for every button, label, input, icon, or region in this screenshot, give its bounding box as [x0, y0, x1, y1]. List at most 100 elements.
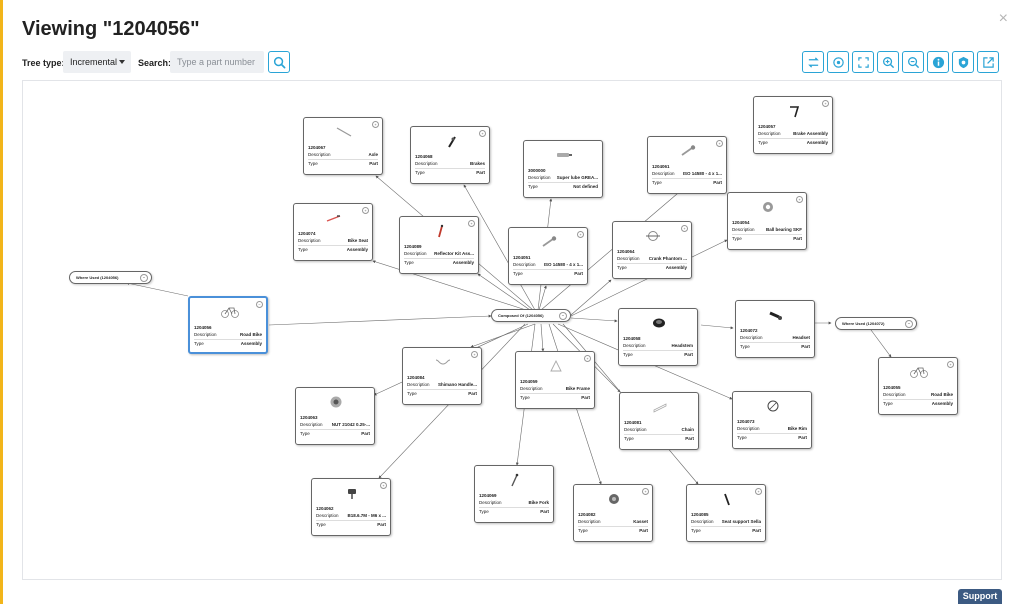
type-value: Part [574, 271, 583, 276]
part-number: 1204074 [298, 231, 316, 236]
type-label: Type [578, 528, 588, 533]
collapse-icon[interactable]: + [796, 196, 803, 203]
description-label: Description [528, 175, 551, 180]
type-value: Part [752, 528, 761, 533]
frame-icon [550, 359, 562, 372]
info-button[interactable] [927, 51, 949, 73]
graph-canvas[interactable]: Where Used (1204056) − Composed Of (1204… [22, 80, 1002, 580]
swap-icon [808, 57, 819, 68]
bolt-icon [348, 489, 356, 499]
description-label: Description [407, 382, 430, 387]
collapse-icon[interactable]: + [471, 351, 478, 358]
axle-icon [336, 127, 352, 137]
collapse-icon[interactable]: − [140, 274, 148, 282]
where-used-pill[interactable]: Where Used (1204072) − [835, 317, 917, 330]
description-value: ISO 14580 - 4 x 1... [543, 262, 583, 267]
search-icon [273, 56, 286, 69]
description-value: Road Bike [239, 332, 262, 337]
type-value: Assembly [346, 247, 368, 252]
type-value: Part [793, 236, 802, 241]
zoom-in-icon [883, 57, 895, 69]
description-value: Kasset [633, 519, 648, 524]
collapse-icon[interactable]: + [479, 130, 486, 137]
search-button[interactable] [268, 51, 290, 73]
target-icon [833, 57, 844, 68]
fit-screen-button[interactable] [852, 51, 874, 73]
part-number: 1204069 [479, 493, 497, 498]
swap-button[interactable] [802, 51, 824, 73]
composed-of-pill[interactable]: Composed Of (1204056) − [491, 309, 571, 322]
where-used-pill[interactable]: Where Used (1204056) − [69, 271, 152, 284]
shield-button[interactable] [952, 51, 974, 73]
bike-icon [221, 307, 239, 318]
collapse-icon[interactable]: + [716, 140, 723, 147]
zoom-out-button[interactable] [902, 51, 924, 73]
part-number: 3000000 [528, 168, 546, 173]
collapse-icon[interactable]: + [584, 355, 591, 362]
headset-icon [769, 311, 782, 320]
description-value: Bike Fork [528, 500, 549, 505]
collapse-icon[interactable]: + [755, 488, 762, 495]
collapse-icon[interactable]: + [362, 207, 369, 214]
collapse-icon[interactable]: + [372, 121, 379, 128]
description-label: Description [194, 332, 217, 337]
export-button[interactable] [977, 51, 999, 73]
collapse-icon[interactable]: − [559, 312, 567, 320]
export-icon [983, 57, 994, 68]
support-button[interactable]: Support [958, 589, 1002, 604]
type-value: Part [369, 161, 378, 166]
collapse-icon[interactable]: − [256, 301, 263, 308]
chevron-down-icon [119, 60, 125, 64]
type-value: Part [476, 170, 485, 175]
tree-type-select[interactable]: Incremental [63, 51, 131, 73]
collapse-icon[interactable]: + [468, 220, 475, 227]
collapse-icon[interactable]: + [681, 225, 688, 232]
collapse-icon[interactable]: + [947, 361, 954, 368]
page-title: Viewing "1204056" [22, 18, 200, 40]
collapse-icon[interactable]: + [642, 488, 649, 495]
rim-icon [767, 400, 779, 412]
type-value: Assembly [452, 260, 474, 265]
type-label: Type [528, 184, 538, 189]
shield-icon [958, 56, 969, 69]
zoom-in-button[interactable] [877, 51, 899, 73]
type-label: Type [513, 271, 523, 276]
description-value: Road Bike [930, 392, 953, 397]
crank-icon [646, 231, 660, 241]
screw-icon [542, 236, 557, 247]
type-value: Part [684, 352, 693, 357]
close-icon[interactable]: × [998, 10, 1008, 27]
type-value: Part [685, 436, 694, 441]
collapse-icon[interactable]: + [380, 482, 387, 489]
collapse-icon[interactable]: + [822, 100, 829, 107]
collapse-icon[interactable]: + [577, 231, 584, 238]
target-button[interactable] [827, 51, 849, 73]
search-input[interactable] [170, 51, 264, 73]
collapse-icon[interactable]: − [905, 320, 913, 328]
type-label: Type [316, 522, 326, 527]
composed-of-label: Composed Of (1204056) [498, 313, 544, 318]
